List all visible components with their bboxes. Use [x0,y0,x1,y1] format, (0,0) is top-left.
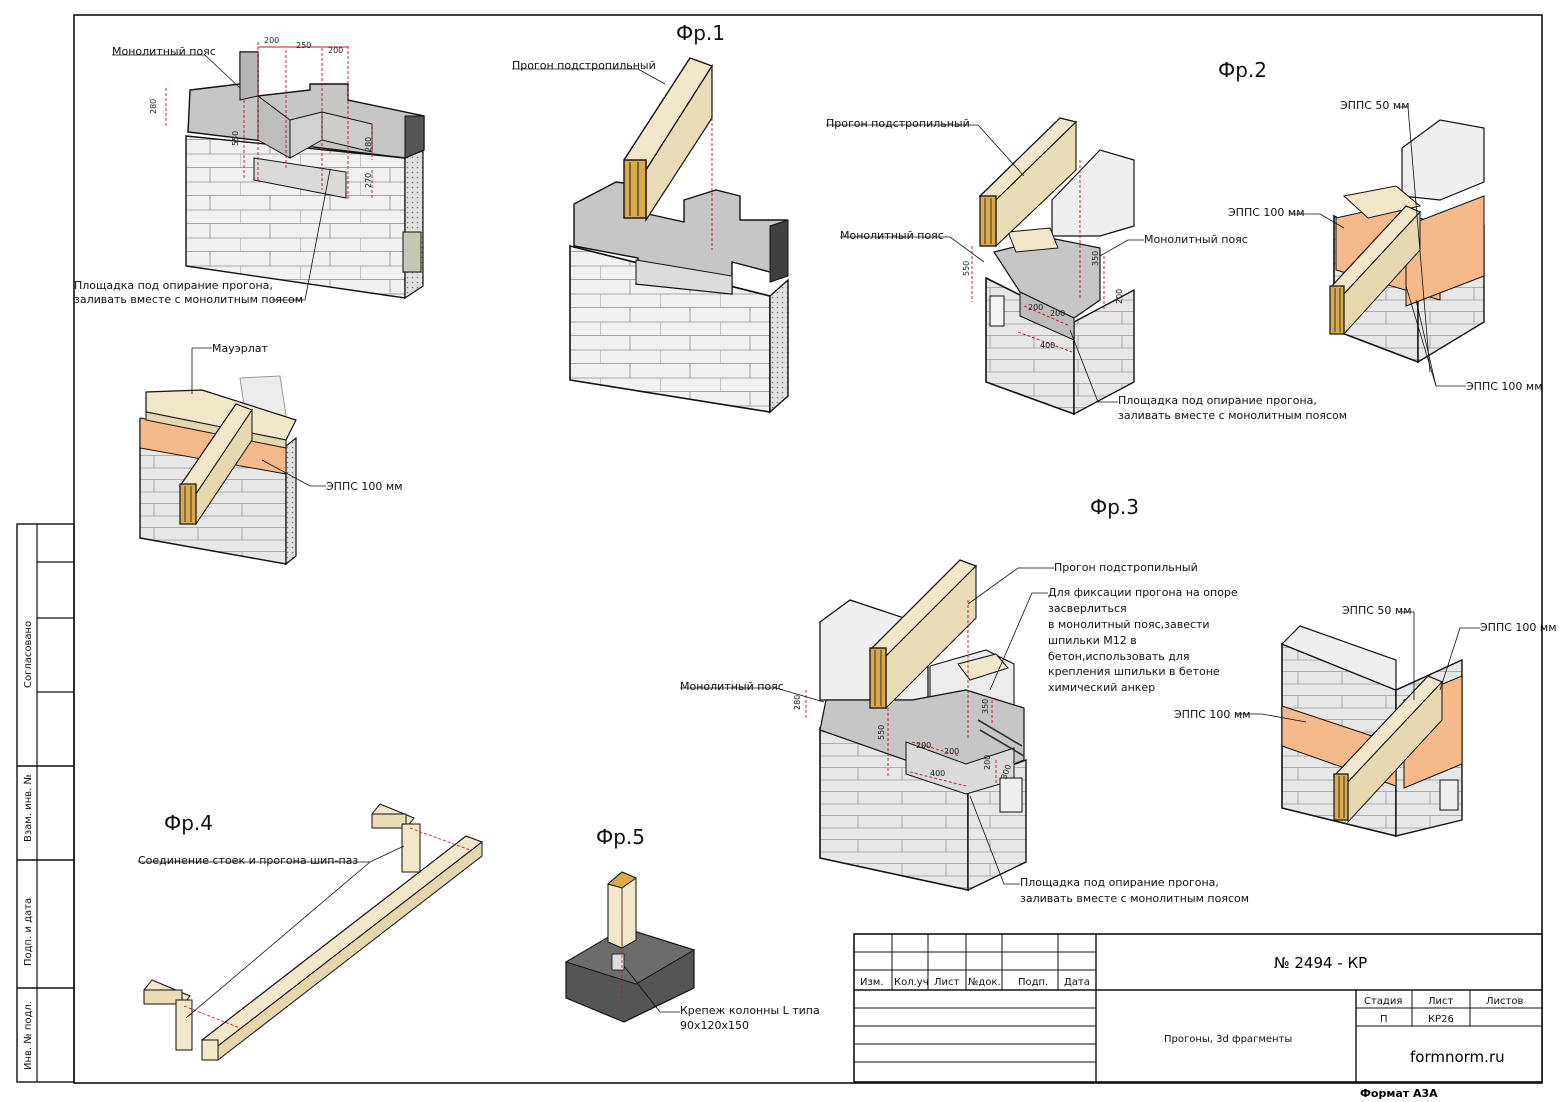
f3-note-6: химический анкер [1048,681,1155,694]
f1-dim-6: 270 [364,173,373,188]
f2-label-purlin: Прогон подстропильный [826,117,970,130]
f3-dim-2: 350 [981,699,990,714]
fragment-4-joint: Фр.4 Соединение стоек и прогона шип-паз [138,803,484,1062]
f2-dim-5: 400 [1040,341,1055,350]
f2-label-epps100-right: ЭППС 100 мм [1466,380,1543,393]
f2-label-platform-2: заливать вместе с монолитным поясом [1118,409,1347,422]
f2-label-platform-1: Площадка под опирание прогона, [1118,394,1317,407]
f5-title: Фр.5 [596,825,645,849]
col-list: Лист [934,977,960,988]
f2-dim-1: 350 [1091,251,1100,266]
fragment-5-bracket: Фр.5 Крепеж колонны L типа 90x120x150 [564,825,820,1032]
f2-dim-2: 200 [1028,303,1043,312]
fragment-2-insulation: ЭППС 50 мм ЭППС 100 мм ЭППС 100 мм [1228,99,1543,393]
col-ndok: №док. [968,977,1001,988]
stamp-inv-orig: Инв. № подл. [23,1001,34,1070]
col-kol: Кол.уч [894,977,929,988]
sheet-header: Лист [1428,996,1454,1007]
site-logo: formnorm.ru [1410,1048,1505,1066]
f1-dim-4: 550 [231,131,240,146]
mauerlat-label: Мауэрлат [212,342,269,355]
fragment-1-purlin: Фр.1 Прогон подстропильный [512,21,789,414]
f3-dim-0: 280 [793,695,802,710]
sheet-value: КР26 [1428,1014,1454,1025]
f3-note-4: бетон,использовать для [1048,650,1189,663]
f2-label-epps100-left: ЭППС 100 мм [1228,206,1305,219]
f3-label-epps100-right: ЭППС 100 мм [1480,621,1557,634]
f1-dim-0: 200 [264,36,279,45]
f1-dim-1: 250 [296,41,311,50]
fragment-3-purlin: Фр.3 280 550 350 200 200 200 400 3 [680,495,1249,905]
sheet-title: Прогоны, 3d фрагменты [1164,1034,1292,1045]
f3-dim-6: 400 [930,769,945,778]
f1-label-purlin: Прогон подстропильный [512,59,656,72]
f2-dim-0: 550 [962,261,971,276]
mauerlat-epps-label: ЭППС 100 мм [326,480,403,493]
stamp-sign-date: Подп. и дата [23,898,34,966]
f1-title: Фр.1 [676,21,725,45]
f3-dim-5: 200 [983,755,992,770]
f3-note-1: засверлиться [1048,602,1127,615]
f2-label-belt-right: Монолитный пояс [1144,233,1248,246]
fragment-mauerlat: Мауэрлат ЭППС 100 мм [139,342,403,566]
col-podp: Подп. [1018,977,1048,988]
f3-label-belt: Монолитный пояс [680,680,784,693]
f3-label-platform-1: Площадка под опирание прогона, [1020,876,1219,889]
col-data: Дата [1064,977,1090,988]
f1-dim-2: 200 [328,46,343,55]
doc-number: № 2494 - КР [1274,954,1367,972]
f4-title: Фр.4 [164,811,213,835]
stamp-replace-inv: Взам. инв. № [23,774,34,842]
f3-note-5: крепления шпильки в бетоне [1048,665,1220,678]
side-stamp: Согласовано Взам. инв. № Подп. и дата Ин… [16,523,75,1083]
f3-note-2: в монолитный пояс,завести [1048,618,1210,631]
f3-dim-4: 200 [944,747,959,756]
stage-value: П [1380,1014,1388,1025]
title-block: Изм. Кол.уч Лист №док. Подп. Дата № 2494… [853,933,1543,1083]
fragment-2-purlin: Фр.2 550 350 200 200 200 400 Прогон подс… [826,58,1347,422]
f3-label-purlin: Прогон подстропильный [1054,561,1198,574]
fragment-3-insulation: ЭППС 50 мм ЭППС 100 мм ЭППС 100 мм [1174,604,1557,838]
f3-label-epps50: ЭППС 50 мм [1342,604,1412,617]
f3-note-3: шпильки М12 в [1048,634,1137,647]
col-izm: Изм. [860,977,884,988]
f1-dim-5: 280 [364,137,373,152]
f2-label-belt-left: Монолитный пояс [840,229,944,242]
f3-dim-3: 200 [916,741,931,750]
sheets-header: Листов [1486,996,1523,1007]
f1-label-platform-2: заливать вместе с монолитным поясом [74,293,303,306]
f2-dim-4: 200 [1115,289,1124,304]
f1-label-platform-1: Площадка под опирание прогона, [74,279,273,292]
f5-label-bracket-2: 90x120x150 [680,1019,749,1032]
f2-dim-3: 200 [1050,309,1065,318]
f3-label-epps100-left: ЭППС 100 мм [1174,708,1251,721]
f3-note-0: Для фиксации прогона на опоре [1048,586,1238,599]
f1-label-belt: Монолитный пояс [112,45,216,58]
fragment-1-dimensioned: 200 250 200 280 550 280 270 Монолитный п… [74,36,425,306]
f3-dim-1: 550 [877,725,886,740]
f1-dim-3: 280 [149,99,158,114]
f2-label-epps50: ЭППС 50 мм [1340,99,1410,112]
f3-title: Фр.3 [1090,495,1139,519]
stamp-agreed: Согласовано [23,621,34,688]
stage-header: Стадия [1364,996,1402,1007]
f2-title: Фр.2 [1218,58,1267,82]
f4-label-joint: Соединение стоек и прогона шип-паз [138,854,358,867]
f5-label-bracket-1: Крепеж колонны L типа [680,1004,820,1017]
paper-format: Формат А3А [1360,1087,1438,1100]
f3-label-platform-2: заливать вместе с монолитным поясом [1020,892,1249,905]
